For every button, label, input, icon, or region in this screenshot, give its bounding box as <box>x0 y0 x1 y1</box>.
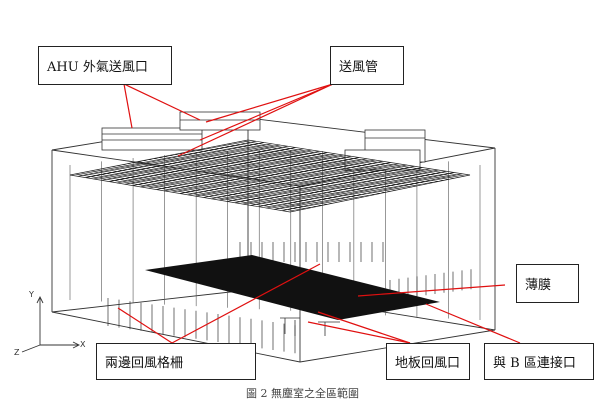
return-grilles <box>107 242 472 354</box>
label-floor-return: 地板回風口 <box>386 343 470 380</box>
membrane-sheet <box>145 255 440 320</box>
leader-lines <box>117 83 521 344</box>
axis-z-label: Z <box>14 348 20 357</box>
label-side-return-grille: 兩邊回風格柵 <box>96 343 256 380</box>
label-zone-b-interface: 與 B 區連接口 <box>484 343 594 380</box>
figure-caption: 圖 2 無塵室之全區範圍 <box>246 387 359 400</box>
label-membrane: 薄膜 <box>516 264 579 303</box>
floor-return-outlets <box>280 317 340 336</box>
label-ahu-supply: AHU 外氣送風口 <box>38 46 172 85</box>
axis-x-label: X <box>80 340 86 349</box>
axes-triad <box>21 295 81 353</box>
label-supply-duct: 送風管 <box>330 46 404 85</box>
ceiling-duct-grid <box>69 139 471 213</box>
top-equipment <box>101 111 426 171</box>
axis-y-label: Y <box>29 290 34 299</box>
